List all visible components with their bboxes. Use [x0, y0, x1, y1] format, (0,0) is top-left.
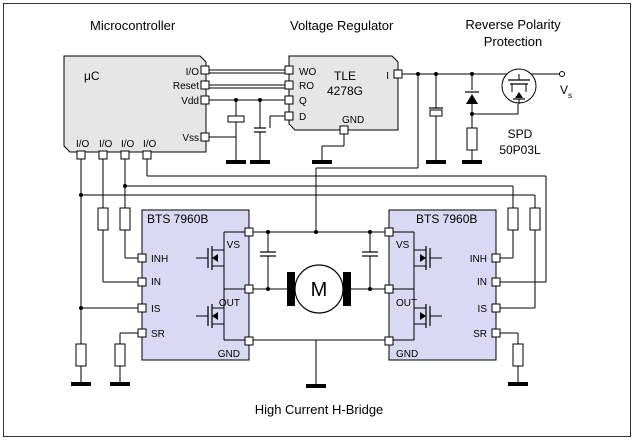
bts-left-pin-sr: SR [151, 329, 165, 340]
microcontroller-chip: μC I/O Reset Vdd Vss I/O I/O I/O I/O [63, 55, 210, 160]
motor: M [287, 264, 351, 314]
bts-right-name: BTS 7960B [416, 212, 477, 226]
bts-right-pin-is: IS [478, 304, 488, 315]
reg-pin-ro: RO [299, 81, 314, 92]
bridge-wiring [253, 230, 385, 388]
uc-pin-io-b3: I/O [121, 139, 135, 150]
reg-pin-d: D [299, 112, 306, 123]
vs-subscript: s [568, 91, 572, 100]
uc-regulator-wiring [209, 69, 345, 164]
reg-pin-q: Q [299, 96, 307, 107]
bts-left-pin-in: IN [151, 277, 161, 288]
bts-right-pin-gnd: GND [396, 349, 418, 360]
bts-right-chip: BTS 7960B INH IN IS SR VS OUT GND [384, 209, 501, 361]
uc-bts-wiring [71, 159, 547, 386]
uc-pin-vss: Vss [182, 133, 199, 144]
reg-pin-wo: WO [299, 67, 316, 78]
bts-left-chip: BTS 7960B INH IN IS SR VS OUT GND [137, 209, 254, 361]
uc-pin-io-b2: I/O [99, 139, 113, 150]
motor-label: M [311, 279, 328, 301]
reverse-polarity-title-2: Protection [484, 34, 543, 49]
reg-pin-gnd: GND [342, 115, 364, 126]
spd-label-2: 50P03L [499, 143, 541, 157]
bts-left-name: BTS 7960B [147, 212, 208, 226]
bts-right-pin-sr: SR [473, 329, 487, 340]
bts-left-pin-vs: VS [227, 240, 241, 251]
uc-pin-io-b4: I/O [143, 139, 157, 150]
reverse-polarity-title-1: Reverse Polarity [465, 17, 561, 32]
bts-right-pin-out: OUT [396, 298, 417, 309]
bts-right-pin-in: IN [477, 277, 487, 288]
uc-pin-io-b1: I/O [76, 139, 90, 150]
bts-left-pin-gnd: GND [218, 349, 240, 360]
voltage-regulator-title: Voltage Regulator [290, 18, 394, 33]
h-bridge-title: High Current H-Bridge [255, 402, 384, 417]
regulator-name-2: 4278G [327, 84, 363, 98]
bts-left-pin-inh: INH [151, 254, 168, 265]
voltage-regulator-chip: TLE 4278G WO RO Q D I GND [284, 55, 403, 135]
reg-pin-i: I [386, 71, 389, 82]
uc-pin-reset: Reset [173, 81, 199, 92]
uc-pin-io: I/O [186, 67, 200, 78]
regulator-name-1: TLE [334, 69, 356, 83]
bts-left-pin-is: IS [151, 304, 161, 315]
microcontroller-title: Microcontroller [90, 18, 176, 33]
spd-label-1: SPD [508, 127, 533, 141]
bts-right-pin-vs: VS [396, 240, 410, 251]
bts-right-pin-inh: INH [470, 254, 487, 265]
bts-left-pin-out: OUT [219, 298, 240, 309]
uc-name: μC [84, 69, 100, 83]
uc-pin-vdd: Vdd [181, 96, 199, 107]
vs-label: V [560, 83, 568, 97]
